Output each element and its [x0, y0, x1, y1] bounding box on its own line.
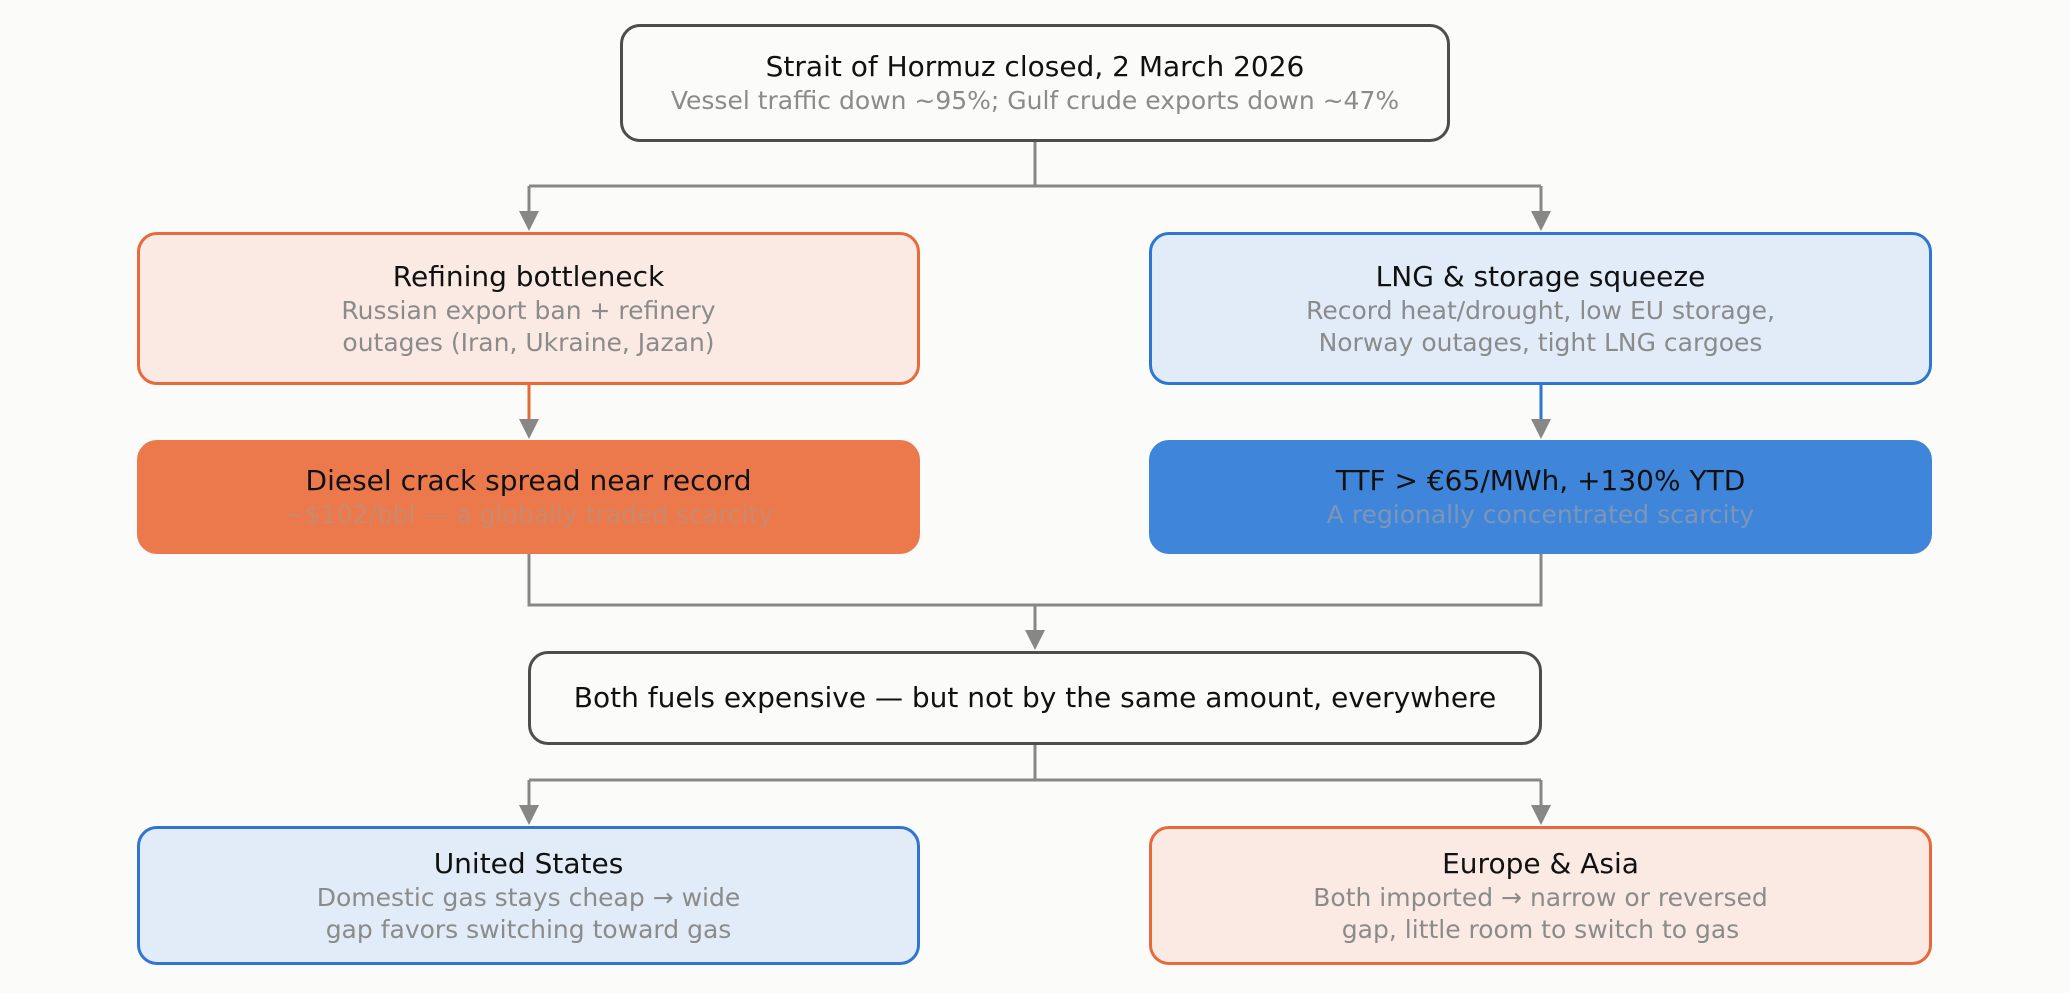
- arrowhead: [519, 419, 539, 439]
- node-title: Refining bottleneck: [392, 259, 665, 293]
- node-title: Strait of Hormuz closed, 2 March 2026: [765, 50, 1305, 83]
- connector-root-split: [527, 140, 1543, 216]
- node-title: Europe & Asia: [1442, 846, 1639, 880]
- node-subtitle: Russian export ban + refinery outages (I…: [341, 295, 716, 357]
- node-ttf-price: TTF > €65/MWh, +130% YTD A regionally co…: [1149, 440, 1932, 554]
- node-subtitle: Vessel traffic down ~95%; Gulf crude exp…: [670, 86, 1400, 115]
- arrowhead: [519, 805, 539, 825]
- connector-merge: [527, 553, 1543, 632]
- node-title: TTF > €65/MWh, +130% YTD: [1335, 464, 1746, 497]
- node-title: United States: [433, 846, 624, 880]
- node-diesel-crack-spread: Diesel crack spread near record ~$102/bb…: [137, 440, 920, 554]
- arrowhead: [519, 211, 539, 231]
- node-title: LNG & storage squeeze: [1375, 259, 1706, 293]
- node-subtitle: Both imported → narrow or reversed gap, …: [1313, 882, 1768, 944]
- node-refining-bottleneck: Refining bottleneck Russian export ban +…: [137, 232, 920, 385]
- arrowhead: [1531, 419, 1551, 439]
- node-lng-storage-squeeze: LNG & storage squeeze Record heat/drough…: [1149, 232, 1932, 385]
- node-hormuz-closure: Strait of Hormuz closed, 2 March 2026 Ve…: [620, 24, 1450, 142]
- node-subtitle: Domestic gas stays cheap → wide gap favo…: [316, 882, 741, 944]
- node-subtitle: A regionally concentrated scarcity: [1326, 500, 1755, 529]
- node-subtitle: Record heat/drought, low EU storage, Nor…: [1306, 295, 1775, 357]
- node-europe-asia: Europe & Asia Both imported → narrow or …: [1149, 826, 1932, 965]
- node-subtitle: ~$102/bbl — a globally traded scarcity: [283, 500, 774, 529]
- node-both-fuels-expensive: Both fuels expensive — but not by the sa…: [528, 651, 1542, 745]
- node-title: Diesel crack spread near record: [305, 464, 752, 497]
- arrowhead: [1025, 630, 1045, 650]
- node-title: Both fuels expensive — but not by the sa…: [573, 681, 1497, 714]
- arrowhead: [1531, 805, 1551, 825]
- node-united-states: United States Domestic gas stays cheap →…: [137, 826, 920, 965]
- connector-bottom-split: [527, 744, 1543, 806]
- arrowhead: [1531, 211, 1551, 231]
